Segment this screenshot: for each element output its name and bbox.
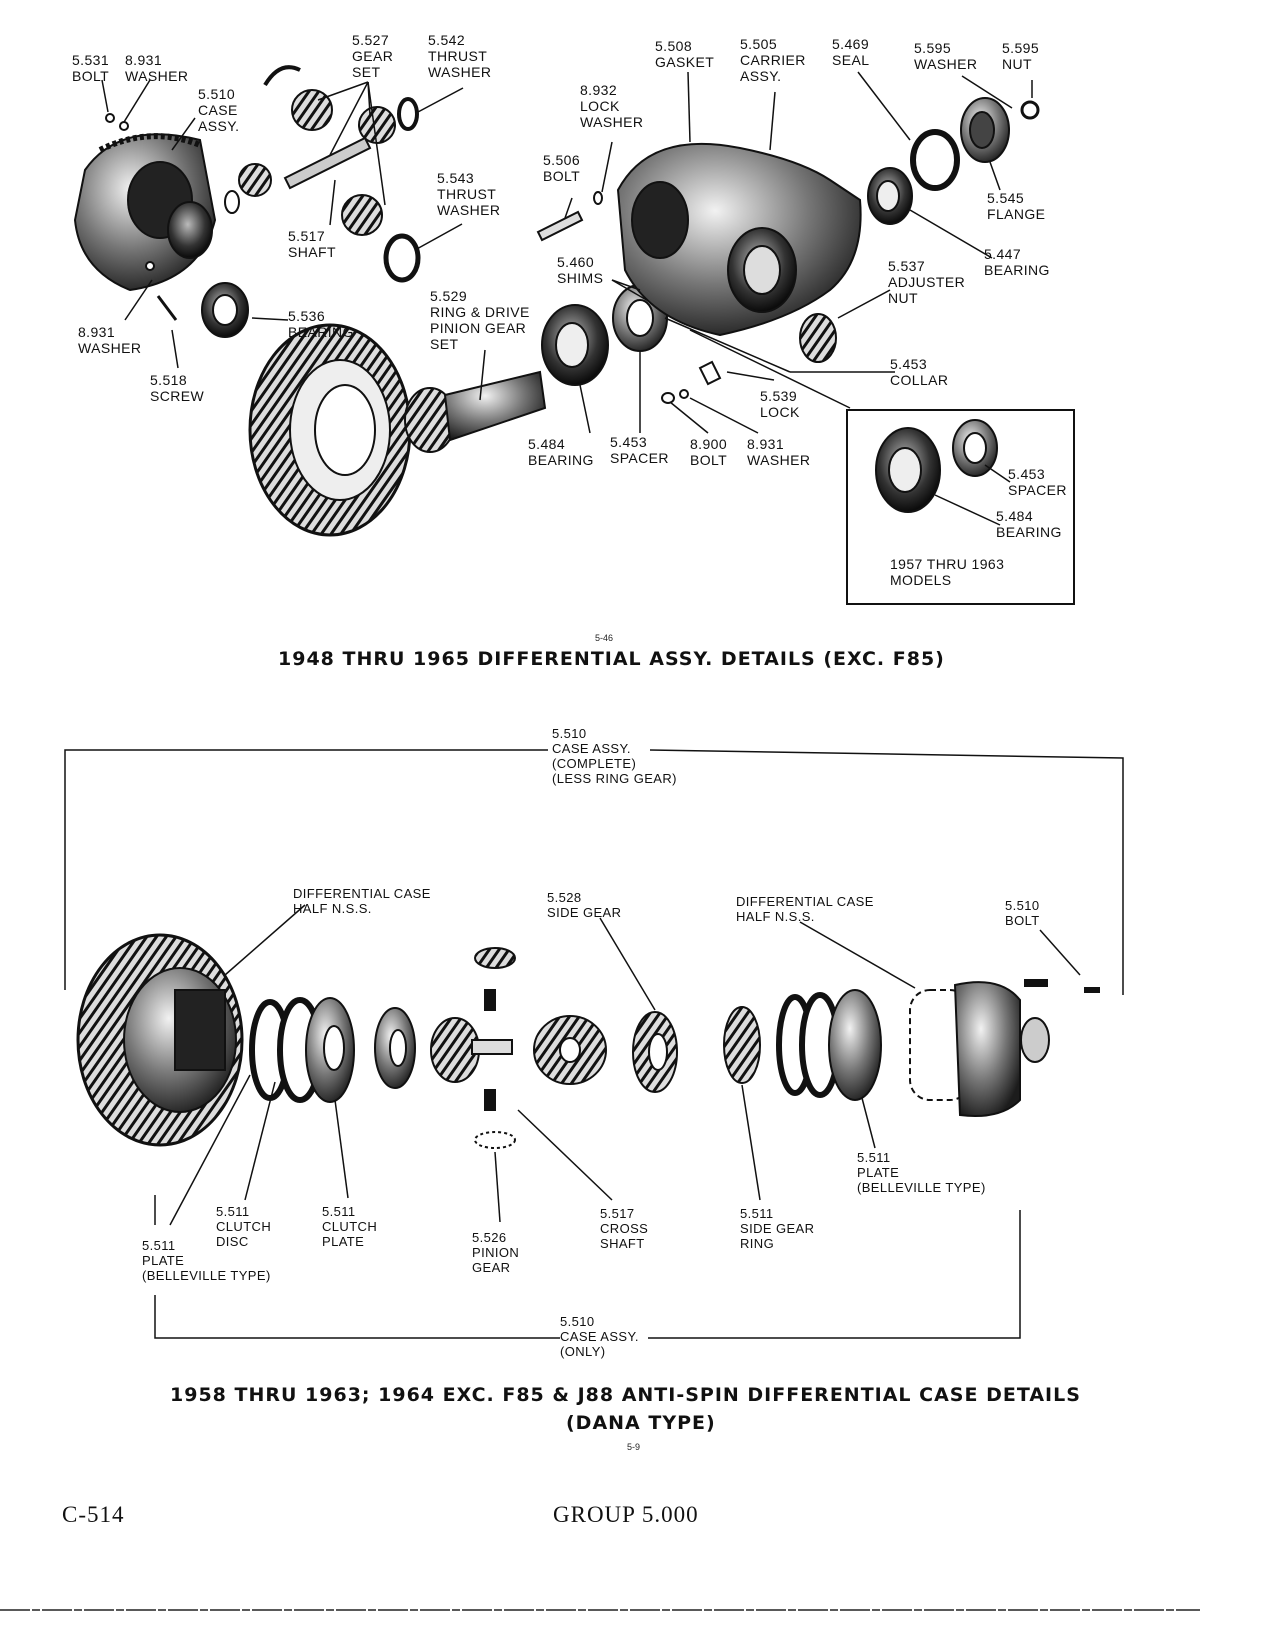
pinion-gear-part-left — [238, 163, 272, 197]
bottom-figure-number: 5-9 — [627, 1442, 641, 1452]
label-thrust-washer-5543: 5.543 THRUST WASHER — [437, 170, 501, 218]
label-bolt-5506: 5.506 BOLT — [543, 152, 581, 184]
label-collar-5453: 5.453 COLLAR — [890, 356, 949, 388]
label-bolt-8900: 8.900 BOLT — [690, 436, 728, 468]
label-bolt-5510: 5.510 BOLT — [1005, 898, 1040, 928]
top-leader-lines — [101, 71, 1033, 526]
lock-washer-part — [593, 191, 603, 205]
label-shaft-5517: 5.517 SHAFT — [288, 228, 336, 260]
footer-group: GROUP 5.000 — [553, 1502, 699, 1527]
label-case-only: 5.510 CASE ASSY. (ONLY) — [560, 1314, 639, 1359]
case-assy-part — [73, 133, 217, 292]
label-washer-8931-bottom: 8.931 WASHER — [747, 436, 811, 468]
bottom-diagram-title-line1: 1958 THRU 1963; 1964 EXC. F85 & J88 ANTI… — [170, 1384, 1081, 1406]
clutch-stack-left-part — [249, 997, 355, 1103]
pinion-gear-top-part — [474, 947, 516, 969]
label-bolt-5531: 5.531 BOLT — [72, 52, 110, 84]
carrier-assy-part — [616, 142, 862, 337]
bolt-5510-part — [1024, 979, 1048, 987]
drive-pinion-part — [404, 370, 547, 453]
top-diagram-title: 1948 THRU 1965 DIFFERENTIAL ASSY. DETAIL… — [278, 648, 945, 670]
label-seal-5469: 5.469 SEAL — [832, 36, 870, 68]
thrust-washer-part-top — [397, 97, 419, 131]
label-bearing-5484: 5.484 BEARING — [528, 436, 594, 468]
nut-part — [1020, 100, 1040, 120]
label-nut-5595: 5.595 NUT — [1002, 40, 1040, 72]
adjuster-nut-part — [799, 313, 837, 363]
screw-part — [156, 295, 178, 321]
footer-page-number: C-514 — [62, 1502, 125, 1527]
inset-label-bearing: 5.484 BEARING — [996, 508, 1062, 540]
label-cross-shaft: 5.517 CROSS SHAFT — [600, 1206, 649, 1251]
label-side-gear-5528: 5.528 SIDE GEAR — [547, 890, 622, 920]
top-parts — [73, 65, 1040, 537]
label-spacer-5453: 5.453 SPACER — [610, 434, 669, 466]
shaft-part — [283, 136, 372, 190]
label-clutch-disc: 5.511 CLUTCH DISC — [216, 1204, 272, 1249]
label-pinion-gear: 5.526 PINION GEAR — [472, 1230, 520, 1275]
seal-part — [910, 129, 960, 191]
ring-gear-case-half-part — [76, 933, 244, 1147]
label-gasket-5508: 5.508 GASKET — [655, 38, 715, 70]
case-only-bracket — [154, 1210, 1021, 1339]
label-case-complete: 5.510 CASE ASSY. (COMPLETE) (LESS RING G… — [552, 726, 677, 786]
label-plate-belleville-left: 5.511 PLATE (BELLEVILLE TYPE) — [142, 1238, 271, 1283]
label-case-5510: 5.510 CASE ASSY. — [198, 86, 240, 134]
top-figure-number: 5-46 — [595, 633, 614, 643]
label-lock-washer-8932: 8.932 LOCK WASHER — [580, 82, 644, 130]
side-gear-ring-right-part — [723, 1006, 761, 1084]
side-gear-part-bottom — [341, 194, 383, 236]
label-washer-8931-left: 8.931 WASHER — [78, 324, 142, 356]
label-washer-5595: 5.595 WASHER — [914, 40, 978, 72]
label-ring-pinion-5529: 5.529 RING & DRIVE PINION GEAR SET — [430, 288, 530, 352]
cross-shaft-part — [471, 989, 513, 1111]
label-side-gear-ring: 5.511 SIDE GEAR RING — [740, 1206, 815, 1251]
inset-caption: 1957 THRU 1963 MODELS — [890, 556, 1005, 588]
label-bearing-5536: 5.536 BEARING — [288, 308, 354, 340]
inset-box — [846, 409, 1075, 605]
case-complete-bracket — [64, 749, 1124, 995]
bottom-diagram-title-line2: (DANA TYPE) — [566, 1412, 716, 1434]
label-flange-5545: 5.545 FLANGE — [987, 190, 1046, 222]
label-carrier-5505: 5.505 CARRIER ASSY. — [740, 36, 806, 84]
label-lock-5539: 5.539 LOCK — [760, 388, 800, 420]
case-half-right-part — [909, 981, 1050, 1117]
washer-small-part — [224, 190, 240, 214]
bottom-parts — [76, 933, 1100, 1149]
label-bearing-5447: 5.447 BEARING — [984, 246, 1050, 278]
label-screw-5518: 5.518 SCREW — [150, 372, 205, 404]
label-adjuster-nut-5537: 5.537 ADJUSTER NUT — [888, 258, 966, 306]
label-clutch-plate: 5.511 CLUTCH PLATE — [322, 1204, 378, 1249]
label-thrust-washer-5542: 5.542 THRUST WASHER — [428, 32, 492, 80]
bolt-8900-part — [661, 392, 675, 404]
label-plate-belleville-right: 5.511 PLATE (BELLEVILLE TYPE) — [857, 1150, 986, 1195]
label-gear-set-5527: 5.527 GEAR SET — [352, 32, 394, 80]
bottom-leader-lines — [154, 904, 1081, 1226]
pinion-gear-bottom-part — [474, 1131, 516, 1149]
label-case-half-right: DIFFERENTIAL CASE HALF N.S.S. — [736, 894, 874, 924]
thrust-washer-part-bottom — [383, 233, 421, 283]
snap-ring-part — [263, 65, 301, 87]
inset-label-spacer: 5.453 SPACER — [1008, 466, 1067, 498]
clutch-stack-right-part — [776, 989, 882, 1101]
pinion-gear-part-top — [291, 89, 333, 131]
label-washer-8931-top: 8.931 WASHER — [125, 52, 189, 84]
ring-gear-part — [248, 323, 412, 537]
label-case-half-left: DIFFERENTIAL CASE HALF N.S.S. — [293, 886, 431, 916]
inset-parts — [875, 419, 998, 513]
bolt-5506-part — [536, 210, 584, 242]
lock-part — [698, 360, 722, 386]
label-shims-5460: 5.460 SHIMS — [557, 254, 604, 286]
